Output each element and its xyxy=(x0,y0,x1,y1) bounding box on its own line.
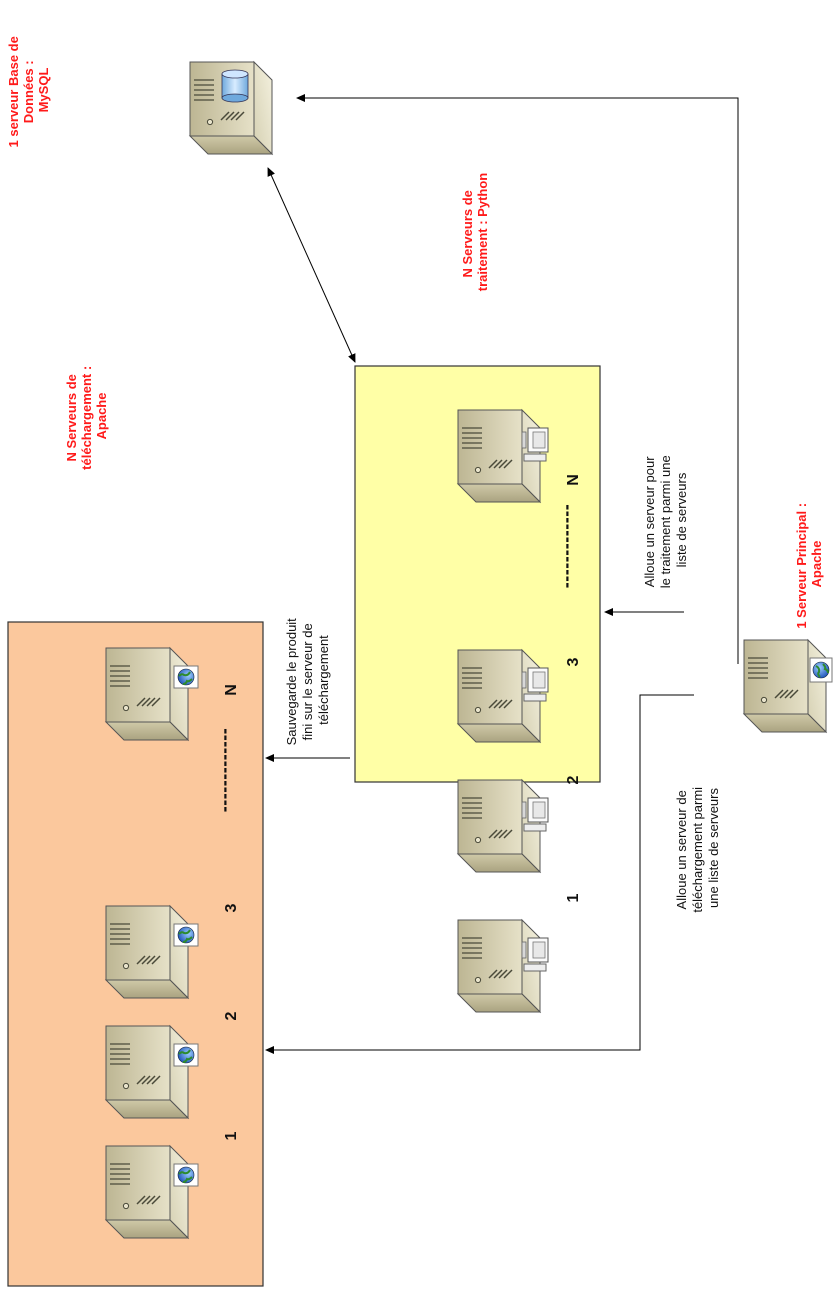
allocate-download-annotation: Alloue un serveur de téléchargement parm… xyxy=(674,783,721,912)
processing-server-icon xyxy=(457,919,549,1013)
database-server-icon xyxy=(189,61,273,155)
processing-number-n: N xyxy=(565,474,582,486)
main-to-download-connector xyxy=(265,694,694,1054)
download-server-icon xyxy=(105,905,199,999)
db-processing-connector xyxy=(267,167,356,363)
download-number-2: 2 xyxy=(223,1011,240,1020)
connectors xyxy=(265,94,739,1054)
processing-server-icon xyxy=(457,649,549,743)
web-server-icon xyxy=(743,639,833,733)
main-server-label: 1 Serveur Principal : Apache xyxy=(794,499,824,628)
download-number-1: 1 xyxy=(223,1131,240,1140)
processing-number-3: 3 xyxy=(565,657,582,666)
processing-servers-label: N Serveurs de traitement : Python xyxy=(460,173,490,292)
download-numbers: N ------------- 3 2 1 xyxy=(214,684,240,1140)
download-number-3: 3 xyxy=(223,903,240,912)
processing-number-1: 1 xyxy=(565,893,582,902)
processing-server-icon xyxy=(457,779,549,873)
download-number-n: N xyxy=(223,684,240,696)
db-server-label: 1 serveur Base de Données : MySQL xyxy=(6,33,51,148)
processing-number-2: 2 xyxy=(565,775,582,784)
download-server-icon xyxy=(105,647,199,741)
save-product-annotation: Sauvegarde le produit fini sur le serveu… xyxy=(284,615,331,746)
download-server-icon xyxy=(105,1145,199,1239)
download-servers-label: N Serveurs de téléchargement : Apache xyxy=(64,362,109,470)
processing-dots: ------------- xyxy=(556,504,576,588)
processing-numbers: N ------------- 3 2 1 xyxy=(556,474,582,902)
download-dots: ------------- xyxy=(214,728,234,812)
processing-server-icon xyxy=(457,409,549,503)
main-to-db-connector xyxy=(296,94,739,664)
download-server-icon xyxy=(105,1025,199,1119)
allocate-processing-annotation: Alloue un serveur pour le traitement par… xyxy=(642,452,689,589)
